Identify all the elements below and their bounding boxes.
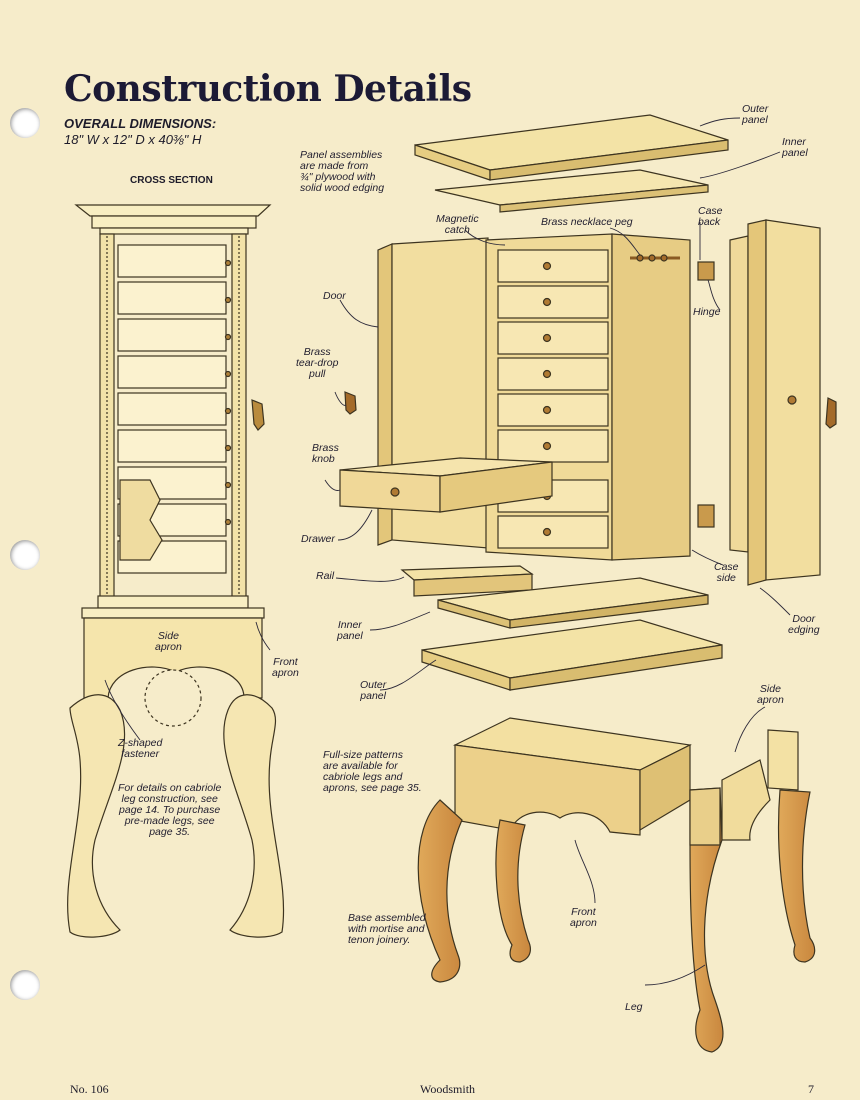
front-apron-right [454,744,641,836]
base-leg-back-right [777,789,816,963]
magazine-name: Woodsmith [420,1082,476,1096]
case-drawers [497,249,609,549]
leader-lines [104,117,791,986]
label-door-edging: Door edging [788,613,820,636]
binder-hole-middle [10,540,40,570]
label-front-apron-right: Front apron [570,906,597,929]
label-outer-panel-bottom: Outer panel [360,679,387,702]
binder-hole-top [10,108,40,138]
case-knobs [542,261,552,537]
label-inner-panel-top: Inner panel [782,136,808,159]
label-leg: Leg [625,1001,643,1013]
label-brass-necklace-peg: Brass necklace peg [541,216,633,228]
teardrop-pull-shape [251,399,265,431]
label-magnetic-catch: Magnetic catch [436,213,479,236]
label-inner-panel-bottom: Inner panel [337,619,363,642]
hinge-bottom [697,504,715,528]
exploded-view [339,114,837,1053]
page-title: Construction Details [64,68,472,110]
label-cabriole-details: For details on cabriole leg construction… [118,782,222,838]
dimensions-value: 18" W x 12" D x 40⅜" H [64,132,202,147]
label-z-shaped-fastener: Z-shaped fastener [118,737,163,760]
dimensions-heading: OVERALL DIMENSIONS: [64,116,217,131]
label-panel-assemblies: Panel assemblies are made from ¾" plywoo… [300,149,385,194]
right-cabriole-leg [223,694,285,938]
label-side-apron-right: Side apron [757,683,784,706]
side-apron-right [721,759,771,841]
drawer-stack [117,244,227,574]
label-rail: Rail [316,570,335,582]
base-leg-front-left [417,799,463,983]
pulled-drawer [339,469,441,513]
hinge-top [697,261,715,281]
label-door: Door [323,290,346,302]
base-leg-front-right [689,787,724,1053]
issue-number: No. 106 [70,1082,109,1096]
crown-molding [74,204,272,217]
page-number: 7 [808,1082,814,1096]
case-back [729,235,749,553]
label-outer-panel-top: Outer panel [742,103,769,126]
label-front-apron-left: Front apron [272,656,299,679]
label-case-back: Case back [698,205,723,228]
case-side [611,233,691,561]
label-brass-teardrop-pull: Brass tear-drop pull [296,346,339,380]
label-case-side: Case side [714,561,739,584]
label-brass-knob: Brass knob [312,442,339,465]
label-full-size-patterns: Full-size patterns are available for cab… [323,749,422,794]
label-base-assembled: Base assembled with mortise and tenon jo… [348,912,426,946]
label-drawer: Drawer [301,533,335,545]
label-side-apron-left: Side apron [155,630,182,653]
base-leg-back-left [495,819,531,963]
left-cabriole-leg [67,694,126,938]
cross-section-drawing [67,204,285,938]
label-hinge: Hinge [693,306,721,318]
binder-hole-bottom [10,970,40,1000]
cross-section-heading: CROSS SECTION [130,175,213,186]
